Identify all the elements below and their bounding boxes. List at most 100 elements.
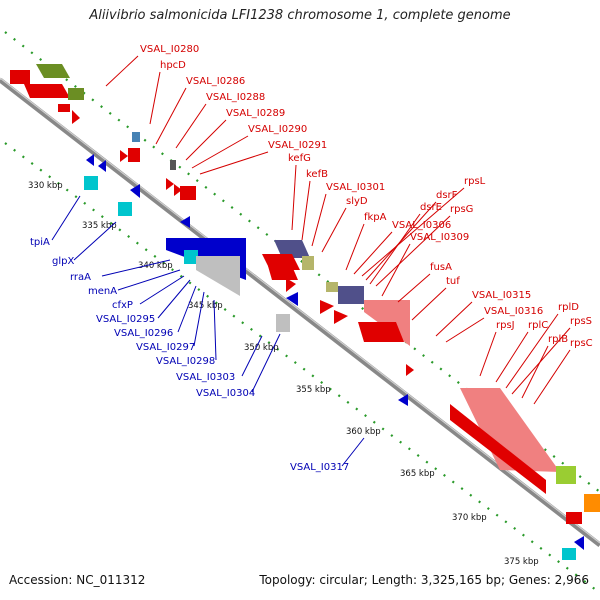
forward-gene-label: VSAL_I0291 (268, 140, 327, 151)
scale-tick-label: 345 kbp (188, 301, 223, 311)
reverse-gene-label: VSAL_I0317 (290, 462, 349, 473)
topology-label: Topology: circular; Length: 3,325,165 bp… (259, 573, 589, 587)
gene-block (450, 404, 546, 494)
forward-gene-label: VSAL_I0301 (326, 182, 385, 193)
forward-gene-leader (381, 243, 411, 297)
gene-block (180, 186, 196, 200)
gene-block (196, 256, 240, 296)
gene-block (338, 286, 364, 304)
reverse-gene-label: glpX (52, 256, 74, 267)
scale-tick-label: 355 kbp (296, 385, 331, 395)
forward-gene-label: rplB (548, 334, 568, 345)
gene-block (274, 240, 310, 258)
forward-gene-label: VSAL_I0289 (226, 108, 285, 119)
reverse-gene-label: tpiA (30, 237, 50, 248)
gene-block (36, 64, 70, 78)
reverse-gene-leader (117, 269, 181, 291)
reverse-gene-leader (157, 279, 191, 319)
forward-gene-labels: VSAL_I0280hpcDVSAL_I0286VSAL_I0288VSAL_I… (105, 44, 593, 405)
reverse-gene-leader (341, 437, 365, 467)
gene-arrow (98, 160, 106, 172)
reverse-gene-label: rraA (70, 272, 91, 283)
scale-tick-label: 375 kbp (504, 557, 539, 567)
forward-gene-leader (375, 215, 451, 287)
reverse-gene-leader (213, 299, 217, 361)
forward-gene-label: rpsL (464, 176, 486, 187)
gene-arrow (286, 292, 298, 306)
gene-arrow (320, 300, 334, 314)
gene-arrow (334, 310, 348, 324)
gene-arrow (286, 278, 296, 292)
forward-gene-label: dsrE (420, 202, 442, 213)
gene-block (326, 282, 338, 292)
forward-gene-leader (301, 180, 311, 241)
reverse-gene-label: VSAL_I0298 (156, 356, 215, 367)
reverse-gene-leader (101, 259, 171, 277)
gene-block (118, 202, 132, 216)
reverse-gene-leader (177, 285, 197, 333)
reverse-gene-leader (73, 221, 117, 261)
forward-gene-leader (191, 135, 249, 169)
forward-gene-leader (533, 349, 571, 405)
scale-tick-label: 340 kbp (138, 261, 173, 271)
gene-block (358, 322, 404, 342)
forward-gene-leader (435, 301, 473, 337)
gene-block (584, 494, 600, 512)
gene-arrow (398, 394, 408, 406)
reverse-gene-label: VSAL_I0296 (114, 328, 173, 339)
forward-gene-label: kefB (306, 169, 328, 180)
forward-gene-leader (397, 273, 431, 303)
accession-label: Accession: NC_011312 (9, 573, 146, 587)
forward-gene-leader (149, 71, 161, 125)
gene-block (68, 88, 84, 100)
forward-gene-label: rplC (528, 320, 548, 331)
gene-block (132, 132, 140, 142)
forward-gene-leader (445, 317, 485, 343)
forward-gene-leader (199, 151, 269, 175)
forward-gene-label: slyD (346, 196, 368, 207)
gene-arrow (180, 216, 190, 228)
forward-gene-label: fkpA (364, 212, 387, 223)
reverse-gene-label: VSAL_I0303 (176, 372, 235, 383)
gene-arrow (166, 178, 174, 190)
forward-gene-leader (291, 164, 297, 231)
gene-block (566, 512, 582, 524)
gene-block (24, 84, 70, 98)
forward-gene-leader (155, 87, 187, 145)
gene-arrow (58, 104, 70, 112)
gene-block (184, 250, 198, 264)
forward-gene-leader (321, 207, 347, 253)
forward-gene-label: kefG (288, 153, 311, 164)
reverse-gene-label: menA (88, 286, 117, 297)
forward-gene-label: rplD (558, 302, 579, 313)
forward-gene-leader (361, 187, 465, 277)
gene-block (84, 176, 98, 190)
reverse-gene-leader (193, 291, 205, 347)
forward-gene-leader (185, 119, 227, 161)
forward-gene-label: rpsG (450, 204, 473, 215)
forward-gene-label: VSAL_I0316 (484, 306, 543, 317)
gene-arrow (406, 364, 414, 376)
inner-tick-track (4, 142, 600, 594)
scale-tick-label: 330 kbp (28, 181, 63, 191)
gene-arrow (72, 110, 80, 124)
forward-gene-label: VSAL_I0280 (140, 44, 199, 55)
gene-block (10, 70, 30, 84)
forward-gene-leader (479, 331, 497, 377)
gene-arrow (574, 536, 584, 550)
reverse-gene-label: VSAL_I0304 (196, 388, 255, 399)
forward-gene-leader (411, 287, 447, 321)
scale-tick-label: 360 kbp (346, 427, 381, 437)
forward-gene-label: hpcD (160, 60, 186, 71)
forward-gene-leader (521, 345, 549, 399)
forward-gene-leader (495, 331, 529, 383)
gene-block (170, 160, 176, 170)
forward-gene-leader (369, 213, 421, 285)
reverse-gene-label: cfxP (112, 300, 133, 311)
forward-gene-leader (345, 223, 365, 271)
reverse-gene-leader (51, 195, 81, 241)
forward-gene-leader (105, 55, 139, 87)
reverse-gene-labels: tpiAglpXrraAmenAcfxPVSAL_I0295VSAL_I0296… (30, 195, 365, 473)
gene-block (562, 548, 576, 560)
